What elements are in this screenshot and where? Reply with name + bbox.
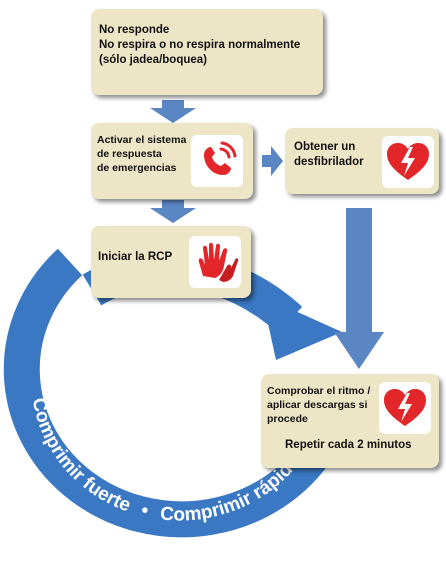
arrow-right	[262, 146, 283, 176]
defibrillator-text: Obtener un desfibrilador	[294, 141, 364, 168]
assess-text: No responde No respira o no respira norm…	[99, 24, 301, 66]
repeat-interval-text: Repetir cada 2 minutos	[285, 439, 412, 451]
rhythm-check-box: Comprobar el ritmo / aplicar descargas s…	[261, 374, 439, 468]
assess-box: No responde No respira o no respira norm…	[91, 9, 323, 95]
cycle-ring-arc	[3, 248, 334, 538]
hands-icon	[189, 236, 241, 288]
activate-ems-box: Activar el sistema de respuesta de emerg…	[91, 123, 253, 199]
aed-heart-icon	[382, 136, 434, 188]
rhythm-check-text: Comprobar el ritmo / aplicar descargas s…	[267, 385, 371, 425]
arrow-down-long	[334, 208, 384, 369]
activate-ems-text: Activar el sistema de respuesta de emerg…	[97, 134, 187, 174]
cycle-ring-arrowhead	[262, 296, 342, 360]
arrow-down-2	[150, 200, 196, 223]
phone-icon	[191, 135, 243, 187]
aed-heart-icon	[379, 382, 431, 434]
cycle-separator: •	[139, 500, 151, 522]
start-cpr-text: Iniciar la RCP	[98, 251, 173, 263]
start-cpr-box: Iniciar la RCP	[91, 226, 251, 298]
arrow-down-1	[150, 100, 196, 123]
defibrillator-box: Obtener un desfibrilador	[285, 128, 439, 194]
